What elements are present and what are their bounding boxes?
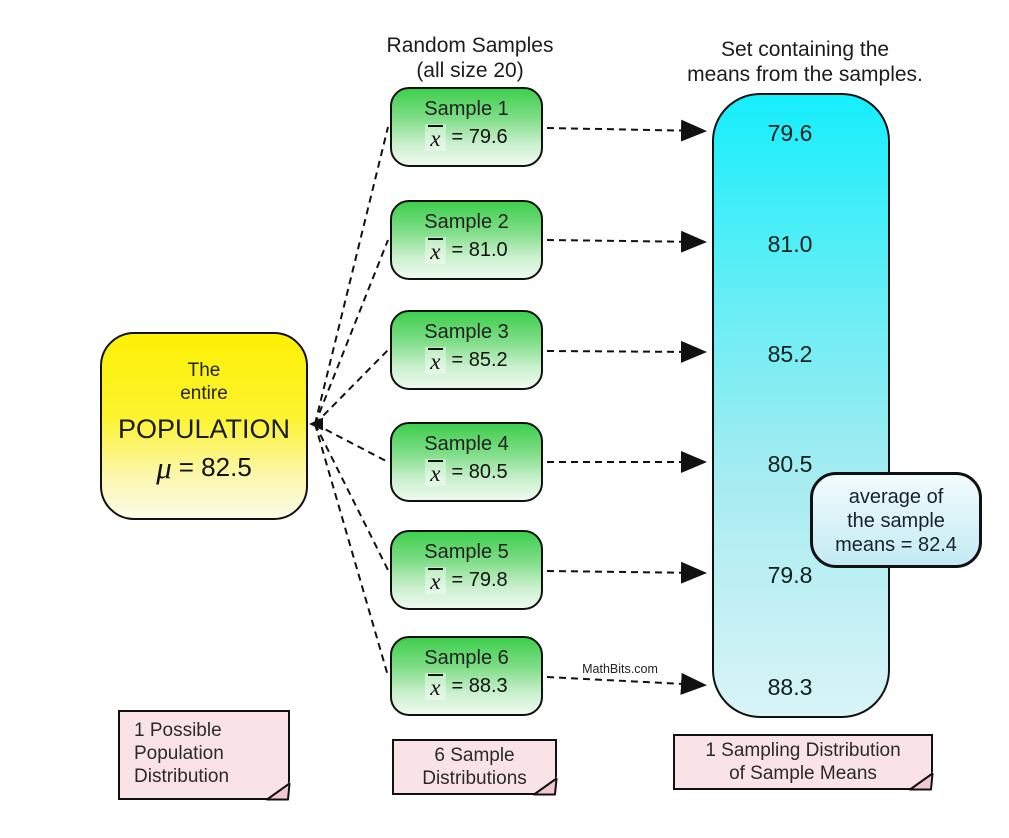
callout-line2: the sample: [847, 510, 945, 532]
population-mean: μ = 82.5: [102, 452, 306, 483]
note-line: 1 Possible: [134, 720, 222, 741]
note-fold-corner-icon: [532, 776, 558, 796]
fan-arrowhead: [309, 417, 323, 431]
mu-value: = 82.5: [178, 452, 252, 482]
sample-box-5: Sample 5 x = 79.8: [390, 530, 543, 610]
mean-value: = 79.8: [451, 569, 508, 592]
sample-box-6: Sample 6 x = 88.3: [390, 636, 543, 716]
population-text-the: The: [187, 360, 221, 381]
note-fold-corner-icon: [265, 781, 291, 801]
samples-column-header: Random Samples (all size 20): [360, 33, 580, 83]
callout-line3: means = 82.4: [835, 534, 957, 556]
sample-label: Sample 3: [424, 321, 509, 343]
xbar-symbol: x: [425, 347, 446, 375]
samples-header-line2: (all size 20): [416, 59, 524, 82]
set-mean-value: 81.0: [767, 231, 813, 257]
callout-line1: average of: [848, 486, 944, 508]
mu-symbol: μ: [156, 449, 172, 485]
xbar-symbol: x: [425, 237, 446, 265]
set-header-line2: means from the samples.: [687, 63, 923, 86]
mathbits-watermark: MathBits.com: [582, 662, 658, 676]
note-line: 6 Sample: [434, 745, 515, 766]
mean-value: = 85.2: [451, 349, 508, 372]
sample-mean: x = 81.0: [392, 237, 541, 265]
sample-label: Sample 2: [424, 211, 509, 233]
set-mean-value: 88.3: [767, 674, 813, 700]
sample-label: Sample 4: [424, 433, 509, 455]
sample-mean: x = 80.5: [392, 459, 541, 487]
sample-label: Sample 6: [424, 647, 509, 669]
mean-value: = 80.5: [451, 461, 508, 484]
sample-means-set-box: 79.6 81.0 85.2 80.5 79.8 88.3: [712, 93, 890, 718]
sample-box-3: Sample 3 x = 85.2: [390, 310, 543, 390]
set-mean-value: 80.5: [767, 451, 813, 477]
note-line: Distribution: [134, 766, 230, 787]
set-column-header: Set containing the means from the sample…: [668, 37, 942, 87]
sample-mean: x = 88.3: [392, 673, 541, 701]
samples-header-line1: Random Samples: [386, 34, 554, 57]
sample-box-2: Sample 2 x = 81.0: [390, 200, 543, 280]
mean-value: = 81.0: [451, 239, 508, 262]
mean-value: = 79.6: [451, 126, 508, 149]
population-box: The entire POPULATION μ = 82.5: [100, 332, 308, 520]
population-text-entire: entire: [180, 383, 228, 404]
sample-box-1: Sample 1 x = 79.6: [390, 87, 543, 167]
note-line: 1 Sampling Distribution: [705, 740, 901, 761]
note-line: Distributions: [422, 768, 527, 789]
average-callout: average of the sample means = 82.4: [810, 472, 982, 568]
xbar-symbol: x: [425, 459, 446, 487]
xbar-symbol: x: [425, 567, 446, 595]
sample-mean: x = 85.2: [392, 347, 541, 375]
set-mean-value: 79.8: [767, 562, 813, 588]
mean-value: = 88.3: [451, 675, 508, 698]
note-fold-corner-icon: [908, 771, 934, 791]
sample-box-4: Sample 4 x = 80.5: [390, 422, 543, 502]
set-header-line1: Set containing the: [720, 38, 890, 61]
note-sample-distributions: 6 Sample Distributions: [392, 739, 558, 796]
note-line: of Sample Means: [729, 763, 877, 784]
set-mean-value: 85.2: [767, 341, 813, 367]
note-population-distribution: 1 Possible Population Distribution: [118, 710, 291, 801]
sample-label: Sample 5: [424, 541, 509, 563]
xbar-symbol: x: [425, 124, 446, 152]
note-sampling-distribution: 1 Sampling Distribution of Sample Means: [673, 734, 934, 791]
sample-label: Sample 1: [424, 98, 509, 120]
set-mean-value: 79.6: [767, 120, 813, 146]
xbar-symbol: x: [425, 673, 446, 701]
sample-mean: x = 79.8: [392, 567, 541, 595]
note-line: Population: [134, 743, 224, 764]
population-title: POPULATION: [117, 414, 291, 444]
sample-mean: x = 79.6: [392, 124, 541, 152]
